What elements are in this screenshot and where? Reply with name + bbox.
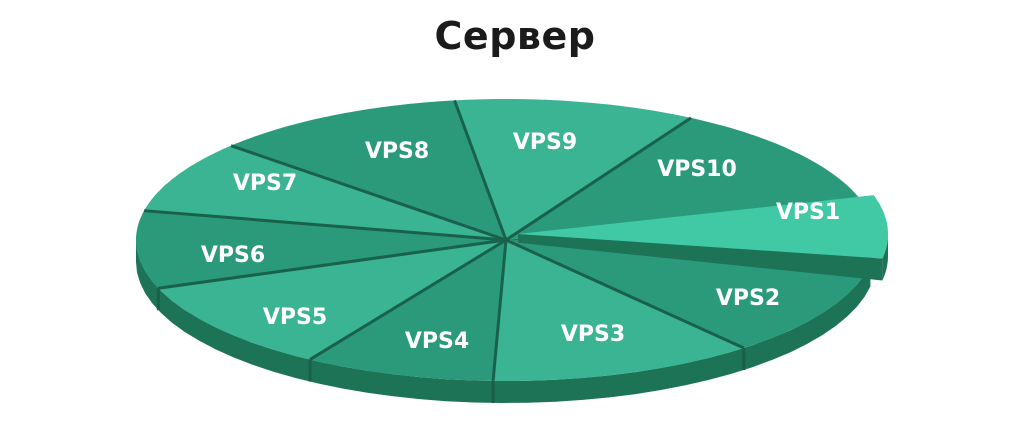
- slice-vps3: [493, 240, 744, 381]
- slice-divider: [505, 238, 745, 350]
- pie-side: [136, 240, 871, 403]
- slice-vps6: [136, 210, 506, 289]
- slice-vps5: [158, 240, 507, 360]
- slice-label-vps4: VPS4: [405, 329, 469, 354]
- slice-label-vps6: VPS6: [201, 243, 265, 268]
- slice-vps4: [309, 240, 506, 381]
- slice-vps8: [231, 100, 506, 241]
- slice-vps9: [454, 99, 691, 240]
- slice-label-vps8: VPS8: [365, 139, 429, 164]
- exploded-slice: [518, 195, 888, 281]
- slice-divider: [491, 239, 508, 382]
- slice-divider: [143, 209, 507, 242]
- pie-rim: [136, 240, 871, 403]
- slice-divider: [505, 116, 692, 242]
- vps1-cut-face: [518, 234, 883, 281]
- slice-label-vps2: VPS2: [716, 286, 780, 311]
- slice-label-vps1: VPS1: [776, 200, 840, 225]
- pie-dividers: [143, 99, 745, 382]
- slice-vps7: [144, 145, 506, 240]
- slice-divider: [158, 238, 507, 290]
- diagram-title: Сервер: [434, 14, 596, 58]
- pie-top: [136, 99, 876, 381]
- slice-label-vps5: VPS5: [263, 305, 327, 330]
- slice-vps1: [518, 195, 888, 259]
- vps1-rim: [882, 234, 888, 281]
- slice-divider: [230, 144, 507, 242]
- slice-label-vps9: VPS9: [513, 130, 577, 155]
- slice-divider: [309, 238, 507, 361]
- slice-divider: [453, 99, 508, 241]
- slice-label-vps10: VPS10: [657, 157, 737, 182]
- slice-label-vps3: VPS3: [561, 322, 625, 347]
- slice-label-vps7: VPS7: [233, 171, 297, 196]
